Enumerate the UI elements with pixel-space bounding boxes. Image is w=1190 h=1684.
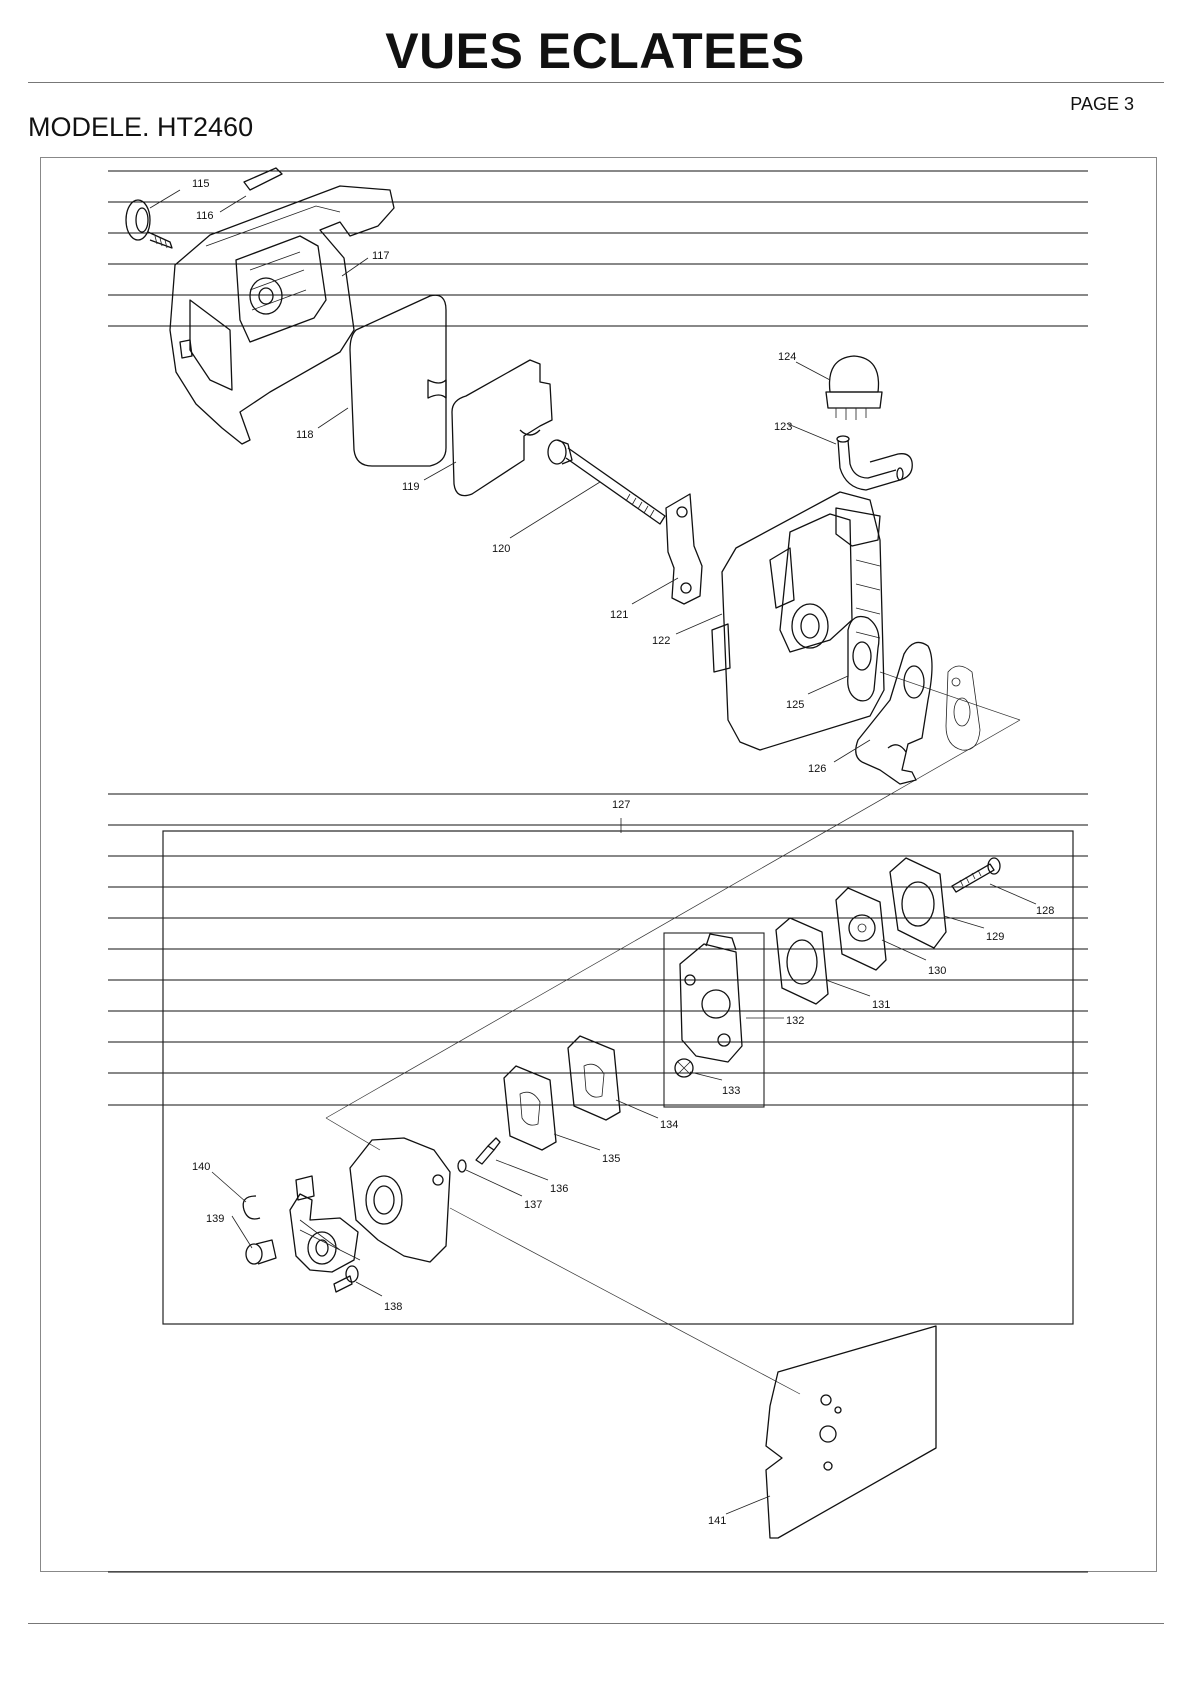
part-126-gasket-outline [945, 665, 981, 751]
part-122-air-cleaner-case [711, 491, 885, 751]
callout-128: 128 [1036, 905, 1054, 917]
part-141-gasket-plate [765, 1325, 937, 1539]
part-115-knob [125, 199, 173, 249]
part-126-insulator [855, 641, 933, 785]
carburetor-main-body [349, 1137, 451, 1263]
callout-117: 117 [372, 250, 390, 262]
callout-136: 136 [550, 1183, 568, 1195]
callout-115: 115 [192, 178, 210, 190]
part-130-diaphragm [835, 887, 887, 971]
assembly-guide-lines [325, 671, 1021, 1395]
part-139-cap [245, 1239, 277, 1265]
callout-138: 138 [384, 1301, 402, 1313]
upper-ruled-lines [108, 170, 1088, 327]
carburetor-body-box [663, 932, 765, 1108]
callout-118: 118 [296, 429, 314, 441]
part-133-filter-screen [674, 1058, 694, 1078]
part-136-needle [475, 1137, 501, 1165]
part-125-gasket [847, 615, 880, 702]
callout-121: 121 [610, 609, 628, 621]
callout-133: 133 [722, 1085, 740, 1097]
callout-119: 119 [402, 481, 420, 493]
header-rule [28, 82, 1164, 83]
callout-124: 124 [778, 351, 796, 363]
part-117-air-cleaner-cover [169, 185, 395, 445]
page-number: PAGE 3 [1070, 94, 1134, 114]
part-118-filter-element [349, 294, 447, 467]
footer-rule [28, 1623, 1164, 1624]
callout-139: 139 [206, 1213, 224, 1225]
callout-131: 131 [872, 999, 890, 1011]
part-135-gasket [503, 1065, 557, 1151]
part-138-screw [333, 1265, 359, 1293]
callout-labels: 115 116 117 118 119 120 121 122 123 124 … [192, 178, 1054, 1527]
part-121-bracket [665, 493, 703, 605]
callout-129: 129 [986, 931, 1004, 943]
middle-ruled-lines [108, 793, 1088, 1106]
callout-122: 122 [652, 635, 670, 647]
part-123-fuel-hose [836, 435, 913, 491]
callout-134: 134 [660, 1119, 678, 1131]
callout-120: 120 [492, 543, 510, 555]
callout-135: 135 [602, 1153, 620, 1165]
callout-leaders [149, 189, 1037, 1515]
part-134-metering-diaphragm [567, 1035, 621, 1121]
part-131-gasket [775, 917, 829, 1005]
part-137-washer [457, 1159, 467, 1173]
part-116-pad [243, 167, 283, 191]
callout-116: 116 [196, 210, 214, 222]
callout-123: 123 [774, 421, 792, 433]
part-128-screw [951, 857, 1001, 893]
callout-140: 140 [192, 1161, 210, 1173]
throttle-lever-assembly [289, 1175, 361, 1273]
callout-137: 137 [524, 1199, 542, 1211]
part-140-clip [242, 1195, 261, 1220]
page-title: VUES ECLATEES [385, 23, 805, 79]
callout-130: 130 [928, 965, 946, 977]
part-132-carburetor-body [679, 933, 743, 1063]
part-129-pump-cover [889, 857, 947, 949]
model-name: MODELE. HT2460 [28, 112, 254, 142]
carburetor-assembly-box [162, 830, 1074, 1325]
callout-125: 125 [786, 699, 804, 711]
callout-132: 132 [786, 1015, 804, 1027]
part-120-long-bolt [547, 439, 666, 525]
callout-127: 127 [612, 799, 630, 811]
part-119-filter-screen [451, 359, 553, 497]
callout-126: 126 [808, 763, 826, 775]
part-124-primer-bulb [825, 355, 883, 420]
callout-141: 141 [708, 1515, 726, 1527]
